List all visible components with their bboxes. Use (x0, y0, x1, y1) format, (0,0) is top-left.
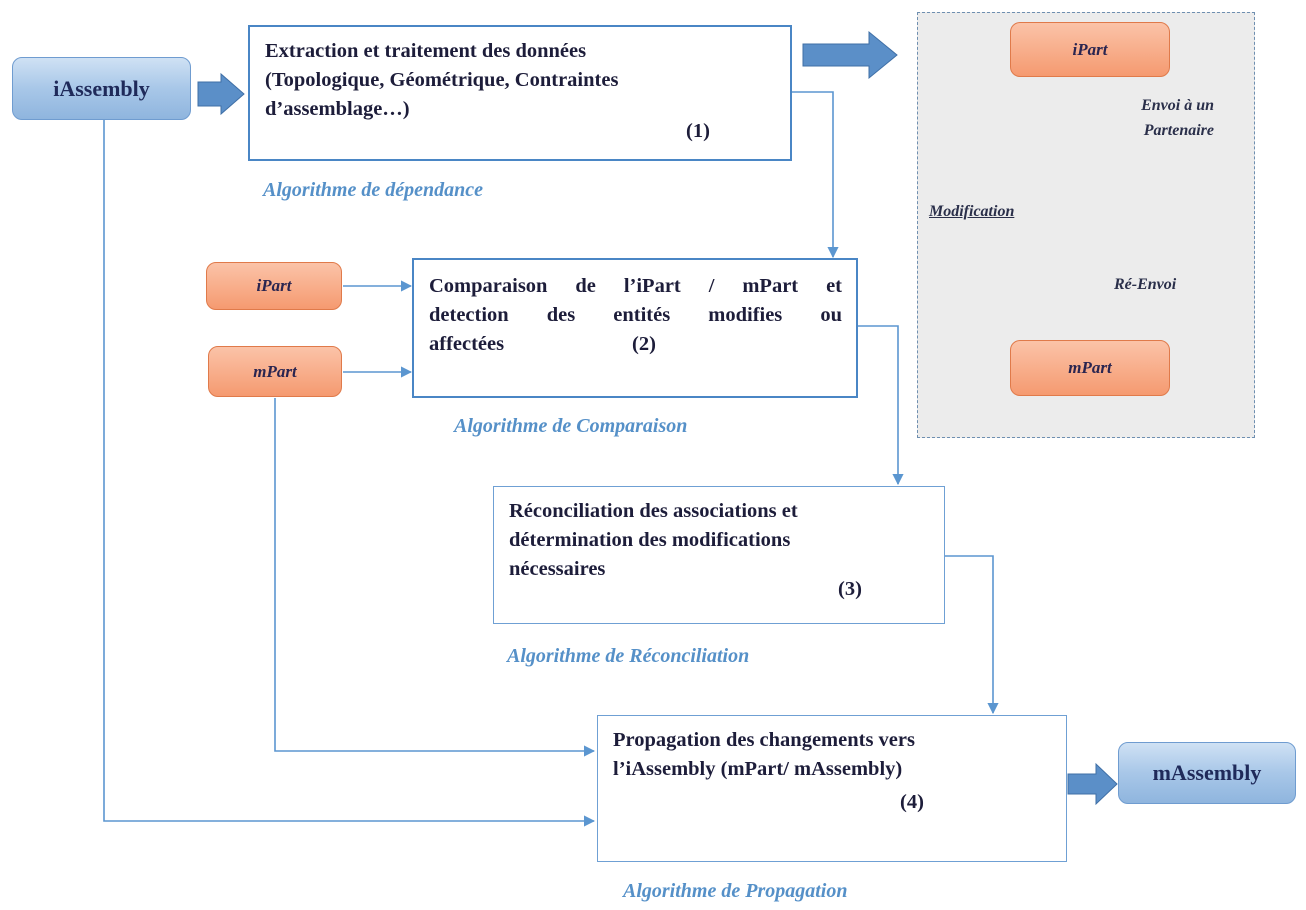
comparaison-word: / (708, 275, 715, 297)
send-to-partner-label: Envoi à un Partenaire (1141, 93, 1214, 143)
step-number-3: (3) (838, 578, 862, 600)
algorithm-dependance-label: Algorithme de dépendance (263, 179, 483, 201)
algorithm-comparaison-label: Algorithme de Comparaison (454, 415, 688, 437)
mpart-input-node: mPart (208, 346, 342, 397)
connector-reconciliation-to-propagation (945, 555, 999, 715)
connector-iassembly-to-propagation (103, 118, 596, 827)
comparaison-word: entités (613, 304, 671, 326)
propagation-line-2: l’iAssembly (mPart/ mAssembly) (613, 758, 903, 780)
comparaison-line-3: affectées (429, 333, 505, 355)
reconciliation-step-box: Réconciliation des associations et déter… (493, 486, 945, 624)
comparaison-word: de (575, 275, 596, 297)
step-number-1: (1) (686, 120, 710, 142)
comparaison-word: l’iPart (623, 275, 681, 297)
mpart-label: mPart (253, 361, 297, 381)
massembly-node: mAssembly (1118, 742, 1296, 804)
send-line-1: Envoi à un (1141, 97, 1214, 114)
block-arrow-propagation-to-massembly (1067, 762, 1118, 806)
reconciliation-line-3: nécessaires (509, 558, 606, 580)
send-line-2: Partenaire (1143, 122, 1214, 139)
comparaison-word: Comparaison (429, 275, 548, 297)
connector-extraction-to-comparaison (792, 91, 839, 259)
connector-comparaison-to-reconciliation (858, 325, 904, 486)
comparaison-step-box: Comparaison de l’iPart / mPart et detect… (412, 258, 858, 398)
reconciliation-line-2: détermination des modifications (509, 529, 791, 551)
propagation-step-box: Propagation des changements vers l’iAsse… (597, 715, 1067, 862)
block-arrow-iassembly-to-extraction (197, 72, 245, 116)
iassembly-node: iAssembly (12, 57, 191, 120)
step-number-2: (2) (632, 333, 656, 355)
comparaison-word: modifies (708, 304, 783, 326)
mpart-panel-label: mPart (1068, 358, 1112, 377)
comparaison-line-2: detection des entités modifies ou (429, 301, 842, 330)
reconciliation-line-1: Réconciliation des associations et (509, 500, 798, 522)
step-number-4: (4) (900, 791, 924, 813)
extraction-line-3: d’assemblage…) (265, 98, 410, 120)
ipart-panel-node: iPart (1010, 22, 1170, 77)
resend-label: Ré-Envoi (1114, 276, 1177, 293)
ipart-input-node: iPart (206, 262, 342, 310)
extraction-line-1: Extraction et traitement des données (265, 40, 587, 62)
block-arrow-extraction-to-panel (802, 30, 898, 80)
comparaison-word: ou (820, 304, 842, 326)
ipart-label: iPart (256, 276, 292, 295)
massembly-label: mAssembly (1152, 760, 1262, 785)
ipart-panel-label: iPart (1072, 39, 1108, 59)
comparaison-word: mPart (742, 275, 799, 297)
modification-label: Modification (929, 203, 1015, 220)
comparaison-word: et (826, 275, 842, 297)
iassembly-label: iAssembly (53, 75, 150, 101)
extraction-step-box: Extraction et traitement des données (To… (248, 25, 792, 161)
comparaison-word: detection (429, 304, 509, 326)
comparaison-line-1: Comparaison de l’iPart / mPart et (429, 272, 842, 301)
comparaison-word: des (546, 304, 576, 326)
mpart-panel-node: mPart (1010, 340, 1170, 396)
propagation-line-1: Propagation des changements vers (613, 729, 915, 751)
connector-mpart-to-propagation (274, 398, 596, 757)
extraction-line-2: (Topologique, Géométrique, Contraintes (265, 69, 619, 91)
algorithm-propagation-label: Algorithme de Propagation (623, 880, 848, 902)
algorithm-reconciliation-label: Algorithme de Réconciliation (507, 645, 750, 667)
